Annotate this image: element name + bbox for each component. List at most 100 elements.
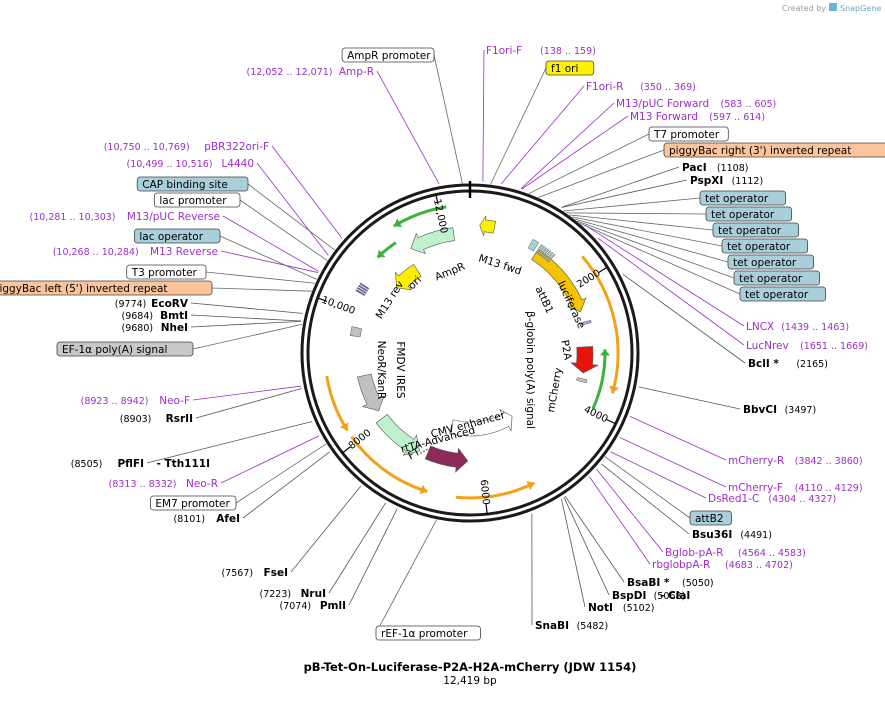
site-name: BspDI [612, 590, 646, 602]
feature-box-lac-promoter-bg [153, 192, 241, 208]
primer-amp-r[interactable]: Amp-R(12,052 .. 12,071) [247, 66, 374, 78]
leader-cap-binding-site [247, 183, 335, 251]
site-bsabi[interactable]: BsaBI *(5050) [627, 577, 714, 589]
primer-f1ori-r[interactable]: F1ori-R(350 .. 369) [586, 81, 696, 93]
primer-name: Neo-F [159, 395, 190, 407]
feature-box-tet-operator-bg [727, 254, 814, 270]
feature-box-cap-binding-site[interactable]: CAP binding site [136, 176, 249, 192]
neo2-outer-arrow [325, 375, 349, 432]
primer-neo-f[interactable]: Neo-F (8923 .. 8942) [81, 395, 190, 407]
leader-site [638, 386, 741, 410]
leader-primer [220, 435, 320, 484]
feature-box-tet-operator-text: tet operator [733, 257, 797, 269]
primer-range: (8923 .. 8942) [81, 396, 149, 407]
site-bbvci[interactable]: BbvCI(3497) [743, 404, 816, 416]
site-snabi[interactable]: SnaBI(5482) [535, 620, 608, 632]
primer-rbglobpa-r[interactable]: rbglobpA-R(4683 .. 4702) [652, 559, 793, 571]
site-fsei[interactable]: FseI(7567) [222, 567, 288, 579]
feature-box-f1-ori[interactable]: f1 ori [545, 60, 595, 76]
site-clai[interactable]: - ClaI [660, 590, 690, 602]
feature-box-tet-operator-text: tet operator [745, 289, 809, 301]
feature-label-ampr: AmpR [433, 261, 467, 284]
primer-lucnrev[interactable]: LucNrev(1651 .. 1669) [746, 340, 868, 352]
primer-dsred1-c[interactable]: DsRed1-C(4304 .. 4327) [708, 493, 836, 505]
feature-box-t7-promoter[interactable]: T7 promoter [648, 126, 729, 142]
site-pspxi[interactable]: PspXI(1112) [690, 175, 763, 187]
tick-mark [317, 297, 328, 302]
feature-box-tet-operator[interactable]: tet operator [739, 286, 826, 302]
primer-m13-puc-reverse[interactable]: M13/pUC Reverse(10,281 .. 10,303) [30, 211, 220, 223]
leader-site [146, 421, 313, 464]
feature-box-tet-operator-bg [721, 238, 808, 254]
leader-ef-1-poly-a-signal [192, 323, 303, 350]
primer-f1ori-f[interactable]: F1ori-F(138 .. 159) [486, 45, 596, 57]
feature-box-t3-promoter[interactable]: T3 promoter [126, 264, 207, 280]
neo-outer-arrow [350, 435, 428, 494]
site-paci[interactable]: PacI(1108) [682, 162, 748, 174]
feature-box-tet-operator[interactable]: tet operator [712, 222, 799, 238]
site-position: (5102) [623, 603, 655, 614]
leader-primer [629, 416, 727, 461]
primer-bglob-pa-r[interactable]: Bglob-pA-R(4564 .. 4583) [665, 547, 806, 559]
feature-box-ef-1-poly-a-signal[interactable]: EF-1α poly(A) signal [56, 341, 194, 357]
site-noti[interactable]: NotI(5102) [588, 602, 654, 614]
primer-mcherry-r[interactable]: mCherry-R(3842 .. 3860) [728, 455, 863, 467]
leader-tet-operator [571, 216, 723, 247]
primer-name: M13 Forward [630, 111, 698, 123]
site-bspdi[interactable]: BspDI(5068) [612, 590, 685, 602]
feature-box-em7-promoter[interactable]: EM7 promoter [149, 495, 237, 511]
site-bmti[interactable]: BmtI(9684) [122, 310, 188, 322]
site-position: (4491) [740, 530, 772, 541]
primer-name: rbglobpA-R [652, 559, 710, 571]
feature-box-ref-1-promoter-text: rEF-1α promoter [381, 628, 468, 640]
leader-site [195, 388, 302, 419]
site-name: PflFI [117, 458, 144, 470]
leader-site [563, 496, 610, 596]
feature-box-ref-1-promoter[interactable]: rEF-1α promoter [375, 625, 481, 641]
attb1-box [527, 238, 540, 252]
feature-box-tet-operator[interactable]: tet operator [727, 254, 814, 270]
feature-box-tet-operator-text: tet operator [727, 241, 791, 253]
primer-range: (10,281 .. 10,303) [30, 212, 116, 223]
primer-m13-puc-forward[interactable]: M13/pUC Forward(583 .. 605) [616, 98, 776, 110]
feature-box-tet-operator[interactable]: tet operator [733, 270, 820, 286]
site-name: EcoRV [151, 298, 189, 310]
leader-primer [482, 49, 485, 182]
feature-box-lac-operator[interactable]: lac operator [133, 228, 221, 244]
primer-name: Bglob-pA-R [665, 547, 723, 559]
leader-primer [192, 385, 302, 401]
leader-primer [610, 451, 707, 499]
primer-m13-reverse[interactable]: M13 Reverse(10,268 .. 10,284) [53, 246, 218, 258]
site-bcli[interactable]: BclI *(2165) [748, 358, 828, 370]
site-ecorv[interactable]: EcoRV(9774) [115, 298, 189, 310]
site-pflfi[interactable]: PflFI(8505) [71, 458, 144, 470]
site-pmli[interactable]: PmlI(7074) [280, 600, 346, 612]
feature-box-tet-operator[interactable]: tet operator [705, 206, 792, 222]
primer-mcherry-f[interactable]: mCherry-F(4110 .. 4129) [728, 482, 863, 494]
primer-lncx[interactable]: LNCX(1439 .. 1463) [746, 321, 849, 333]
primer-pbr322ori-f[interactable]: pBR322ori-F(10,750 .. 10,769) [104, 141, 269, 153]
site-name: - ClaI [660, 590, 690, 602]
feature-box-piggybac-left-5-inverted-repeat[interactable]: piggyBac left (5') inverted repeat [0, 280, 213, 296]
primer-l4440[interactable]: L4440(10,499 .. 10,516) [127, 158, 254, 170]
primer-neo-r[interactable]: Neo-R(8313 .. 8332) [109, 478, 218, 490]
annotation-labels: AmpR promoter F1ori-F(138 .. 159) f1 oriF1… [0, 45, 885, 641]
site-afei[interactable]: AfeI(8101) [174, 513, 240, 525]
primer-m13-forward[interactable]: M13 Forward (597 .. 614) [630, 111, 765, 123]
feature-box-attb2[interactable]: attB2 [689, 510, 732, 526]
feature-box-ampr-promoter[interactable]: AmpR promoter [341, 47, 435, 63]
leader-lac-operator [219, 235, 317, 280]
feature-box-lac-promoter[interactable]: lac promoter [153, 192, 241, 208]
site-nrui[interactable]: NruI(7223) [260, 588, 326, 600]
feature-box-tet-operator[interactable]: tet operator [699, 190, 786, 206]
snapgene-credit: Created by SnapGene [782, 3, 881, 13]
site-tth111i[interactable]: - Tth111I [157, 458, 211, 470]
feature-box-ampr-promoter-text: AmpR promoter [347, 50, 431, 62]
site-bsu36i[interactable]: Bsu36I(4491) [692, 529, 772, 541]
site-rsrii[interactable]: RsrII(8903) [120, 413, 193, 425]
site-nhei[interactable]: NheI(9680) [122, 322, 188, 334]
feature-box-tet-operator[interactable]: tet operator [721, 238, 808, 254]
feature-box-piggybac-right-3-inverted-repeat[interactable]: piggyBac right (3') inverted repeat [663, 142, 885, 158]
primer-range: (597 .. 614) [709, 112, 765, 123]
